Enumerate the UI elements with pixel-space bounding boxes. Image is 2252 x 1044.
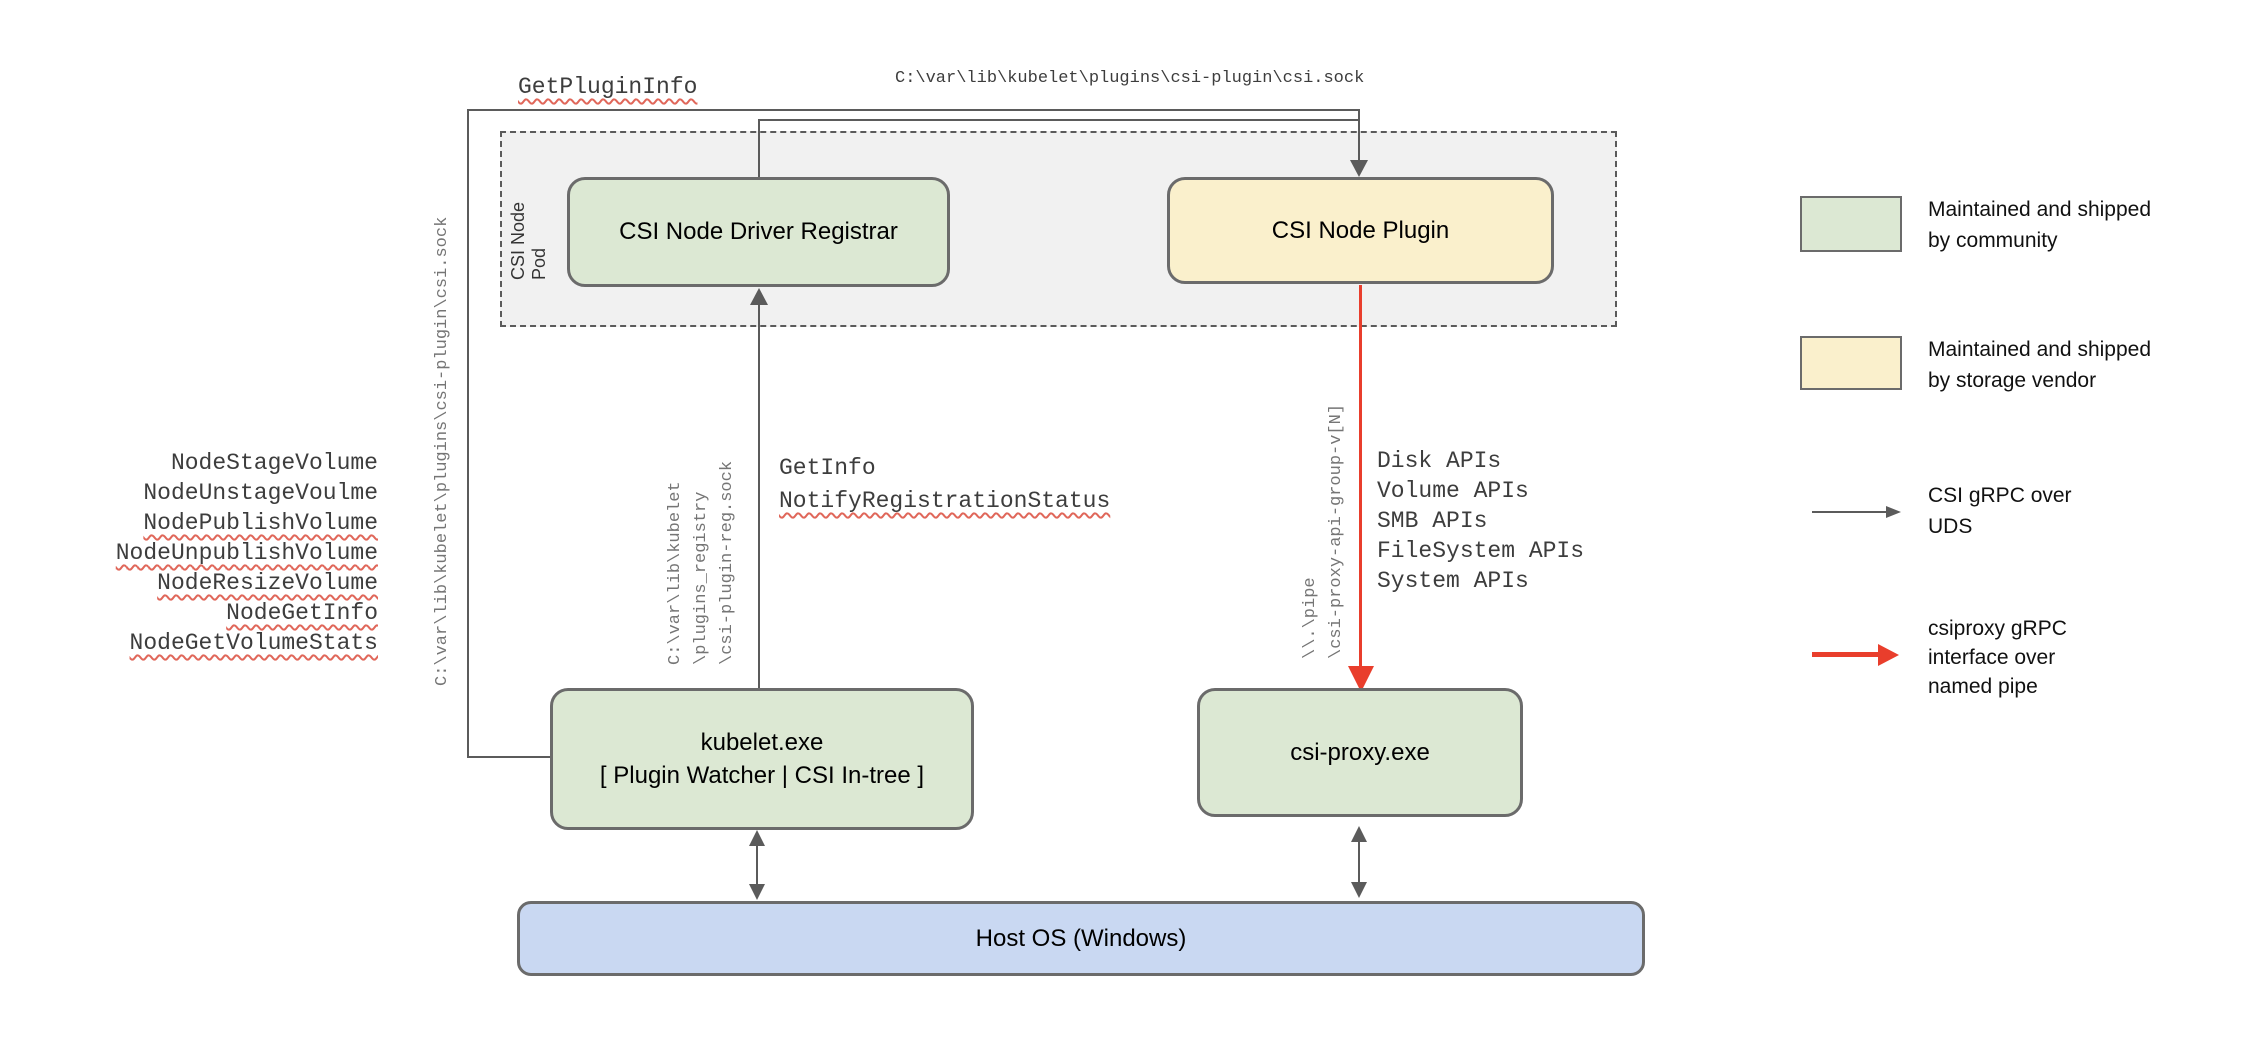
into-plugin-arrowhead-icon — [1350, 160, 1368, 177]
host-os-box: Host OS (Windows) — [517, 901, 1645, 976]
legend-namedpipe-label: csiproxy gRPC interface over named pipe — [1928, 617, 2067, 698]
proxy-hostos-down-arrowhead-icon — [1351, 882, 1367, 898]
csi-sock-path-top-label: C:\var\lib\kubelet\plugins\csi-plugin\cs… — [895, 69, 1365, 88]
node-rpc-item: NodeUnpublishVolume — [115, 540, 378, 566]
node-rpc-item: NodeResizeVolume — [157, 570, 378, 596]
legend-community-label: Maintained and shipped by community — [1928, 198, 2152, 252]
registrar-to-plugin-line-riser — [758, 119, 760, 177]
proxy-api-list: Disk APIs Volume APIs SMB APIs FileSyste… — [1377, 446, 1584, 596]
kubelet-to-plugin-line-vertical — [467, 109, 469, 758]
kubelet-box: kubelet.exe [ Plugin Watcher | CSI In-tr… — [550, 688, 974, 830]
host-os-box-label: Host OS (Windows) — [975, 924, 1187, 952]
named-pipe-path-label: \\.\pipe \csi-proxy-api-group-v[N] — [1301, 403, 1346, 659]
kubelet-hostos-up-arrowhead-icon — [749, 830, 765, 846]
kubelet-hostos-line — [756, 844, 758, 886]
plugin-to-proxy-red-line — [1359, 285, 1362, 668]
proxy-api-item: FileSystem APIs — [1377, 538, 1585, 564]
kubelet-to-registrar-line — [758, 303, 760, 688]
node-rpc-list: NodeStageVolume NodeUnstageVoulme NodePu… — [100, 448, 378, 658]
kubelet-to-registrar-arrowhead-icon — [750, 288, 768, 305]
node-rpc-item: NodeGetInfo — [226, 600, 378, 626]
kubelet-box-subtitle: [ Plugin Watcher | CSI In-tree ] — [599, 762, 925, 789]
registry-sock-path-label: C:\var\lib\kubelet \plugins_registry \cs… — [666, 460, 737, 665]
get-plugin-info-label: GetPluginInfo — [518, 74, 698, 100]
node-rpc-item: NodePublishVolume — [143, 510, 378, 536]
plugin-to-proxy-red-arrowhead-icon — [1348, 666, 1374, 692]
kubelet-to-plugin-line-top — [467, 109, 1360, 111]
legend-namedpipe-arrowhead-icon — [1878, 644, 1899, 666]
proxy-api-item: System APIs — [1377, 568, 1529, 594]
legend-namedpipe-arrow-line — [1812, 652, 1882, 657]
proxy-api-item: SMB APIs — [1377, 508, 1488, 534]
legend-uds-arrow-line — [1812, 511, 1888, 513]
proxy-hostos-line — [1358, 840, 1360, 884]
node-rpc-item: NodeGetVolumeStats — [129, 630, 378, 656]
kubelet-hostos-down-arrowhead-icon — [749, 884, 765, 900]
legend-vendor-swatch — [1800, 336, 1902, 390]
plugin-box: CSI Node Plugin — [1167, 177, 1554, 284]
registrar-box: CSI Node Driver Registrar — [567, 177, 950, 287]
get-info-label: GetInfo — [779, 455, 876, 481]
proxy-api-item: Disk APIs — [1377, 448, 1502, 474]
node-rpc-item: NodeStageVolume — [170, 450, 378, 476]
proxy-api-item: Volume APIs — [1377, 478, 1529, 504]
plugin-box-label: CSI Node Plugin — [1271, 216, 1450, 244]
kubelet-to-plugin-line-bottom — [467, 756, 552, 758]
legend-vendor-label: Maintained and shipped by storage vendor — [1928, 338, 2152, 392]
csi-proxy-box: csi-proxy.exe — [1197, 688, 1523, 817]
legend-community-swatch — [1800, 196, 1902, 252]
kubelet-box-title: kubelet.exe — [700, 729, 824, 756]
csi-node-pod-label: CSI Node Pod — [508, 201, 549, 280]
legend-uds-label: CSI gRPC over UDS — [1928, 484, 2072, 538]
legend-uds-arrowhead-icon — [1886, 506, 1901, 518]
registrar-to-plugin-line-top — [758, 119, 1360, 121]
proxy-hostos-up-arrowhead-icon — [1351, 826, 1367, 842]
into-plugin-drop-line — [1358, 109, 1360, 161]
csi-proxy-box-label: csi-proxy.exe — [1290, 738, 1430, 766]
notify-registration-status-label: NotifyRegistrationStatus — [779, 488, 1111, 514]
registration-rpc-list: GetInfo NotifyRegistrationStatus — [779, 452, 1110, 518]
node-rpc-item: NodeUnstageVoulme — [143, 480, 378, 506]
registrar-box-label: CSI Node Driver Registrar — [619, 218, 898, 245]
csi-sock-path-vertical-label: C:\var\lib\kubelet\plugins\csi-plugin\cs… — [433, 216, 452, 686]
